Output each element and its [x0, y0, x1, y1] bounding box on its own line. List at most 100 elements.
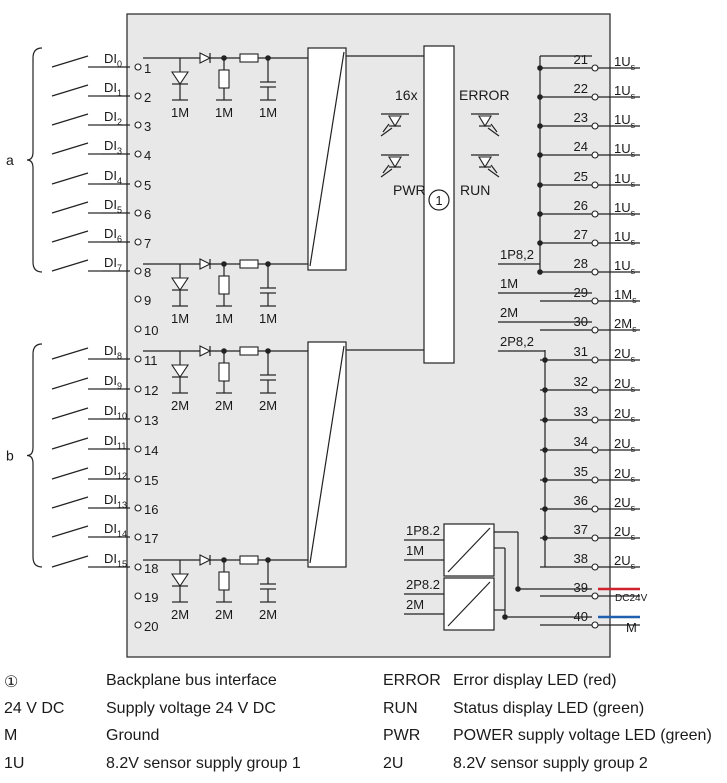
output-pin-number: 24	[574, 139, 588, 154]
output-pin-number: 39	[574, 580, 588, 595]
switch-contact	[51, 347, 89, 360]
circuit-ground-label: 1M	[259, 105, 277, 120]
led-ray	[487, 127, 500, 137]
input-pin-number: 12	[144, 383, 158, 398]
output-pin-number: 34	[574, 434, 588, 449]
input-label: DI4	[104, 168, 122, 186]
legend-key: PWR	[383, 727, 421, 744]
output-terminal-label: 2Us	[614, 406, 636, 424]
rail-1p-label: 1P8,2	[500, 247, 534, 262]
input-pin-number: 17	[144, 531, 158, 546]
output-terminal-pin	[591, 151, 599, 159]
output-terminal-pin	[591, 621, 599, 629]
output-pin-number: 23	[574, 110, 588, 125]
resistor-icon	[218, 275, 230, 295]
dc24v-label: DC24V	[615, 593, 648, 604]
input-label: DI9	[104, 373, 122, 391]
rail-1m-label: 1M	[500, 276, 518, 291]
output-pin-number: 37	[574, 522, 588, 537]
output-terminal-pin	[591, 93, 599, 101]
junction-dot	[537, 240, 543, 246]
legend-key: 2U	[383, 755, 404, 772]
input-pin-number: 1	[144, 61, 151, 76]
output-pin-number: 27	[574, 227, 588, 242]
junction-dot	[537, 123, 543, 129]
circuit-ground-label: 2M	[215, 607, 233, 622]
group-b-brace	[26, 343, 43, 568]
output-terminal-pin	[591, 416, 599, 424]
error-led-icon	[478, 115, 492, 128]
resistor-icon	[218, 69, 230, 89]
unused-terminal-pin	[134, 295, 142, 303]
output-terminal-pin	[591, 476, 599, 484]
input-label: DI15	[104, 551, 127, 569]
rail-2m-label: 2M	[500, 305, 518, 320]
input-terminal-pin	[134, 150, 142, 158]
psu-input-label: 2M	[406, 597, 424, 612]
input-label: DI12	[104, 463, 127, 481]
led-ray	[490, 123, 498, 133]
legend-text: 8.2V sensor supply group 1	[106, 755, 301, 772]
output-terminal-pin	[591, 505, 599, 513]
switch-contact	[51, 259, 89, 272]
backplane-bus-block	[423, 45, 455, 364]
input-terminal-pin	[134, 121, 142, 129]
series-diode-icon	[199, 258, 212, 270]
circuit-ground-label: 2M	[215, 398, 233, 413]
input-pin-number: 16	[144, 502, 158, 517]
junction-dot	[542, 447, 548, 453]
input-pin-number: 3	[144, 119, 151, 134]
input-pin-number: 15	[144, 473, 158, 488]
switch-contact	[51, 113, 89, 126]
legend-text: Supply voltage 24 V DC	[106, 700, 276, 717]
output-terminal-pin	[591, 122, 599, 130]
input-pin-number: 11	[144, 353, 158, 368]
input-terminal-pin	[134, 209, 142, 217]
pwr-led-label: PWR	[393, 182, 426, 198]
input-label: DI8	[104, 343, 122, 361]
input-pin-number: 8	[144, 265, 151, 280]
input-pin-number: 5	[144, 178, 151, 193]
pwr-led-icon	[388, 156, 402, 169]
output-terminal-label: 2Us	[614, 524, 636, 542]
input-terminal-pin	[134, 92, 142, 100]
series-resistor-icon	[239, 346, 259, 356]
input-label: DI0	[104, 51, 122, 69]
output-terminal-pin	[591, 297, 599, 305]
output-terminal-label: 2Us	[614, 466, 636, 484]
input-terminal-pin	[134, 415, 142, 423]
unused-pin-number: 20	[144, 619, 158, 634]
legend-key: M	[4, 727, 18, 744]
input-pin-number: 7	[144, 236, 151, 251]
input-pin-number: 2	[144, 90, 151, 105]
output-terminal-pin	[591, 326, 599, 334]
switch-contact	[51, 555, 89, 568]
input-label: DI10	[104, 403, 127, 421]
output-terminal-label: 2Us	[614, 436, 636, 454]
output-terminal-pin	[591, 64, 599, 72]
junction-dot	[542, 387, 548, 393]
output-terminal-label: 2Us	[614, 346, 636, 364]
zener-diode-icon	[170, 277, 190, 291]
input-pin-number: 13	[144, 413, 158, 428]
circuit-ground-label: 2M	[171, 607, 189, 622]
ground-label: M	[626, 620, 637, 635]
junction-dot	[537, 269, 543, 275]
run-led-icon	[478, 156, 492, 169]
circuit-ground-label: 1M	[215, 311, 233, 326]
junction-dot	[542, 417, 548, 423]
output-terminal-label: 2Ms	[614, 316, 637, 334]
output-terminal-pin	[591, 268, 599, 276]
circuit-ground-label: 1M	[215, 105, 233, 120]
switch-contact	[51, 230, 89, 243]
legend-key: ERROR	[383, 672, 441, 689]
output-pin-number: 22	[574, 81, 588, 96]
input-terminal-pin	[134, 238, 142, 246]
series-resistor-icon	[239, 53, 259, 63]
input-pin-number: 18	[144, 561, 158, 576]
output-pin-number: 32	[574, 374, 588, 389]
psu-input-label: 1M	[406, 543, 424, 558]
resistor-icon	[218, 571, 230, 591]
output-terminal-label: 1Ms	[614, 287, 637, 305]
junction-dot	[537, 182, 543, 188]
